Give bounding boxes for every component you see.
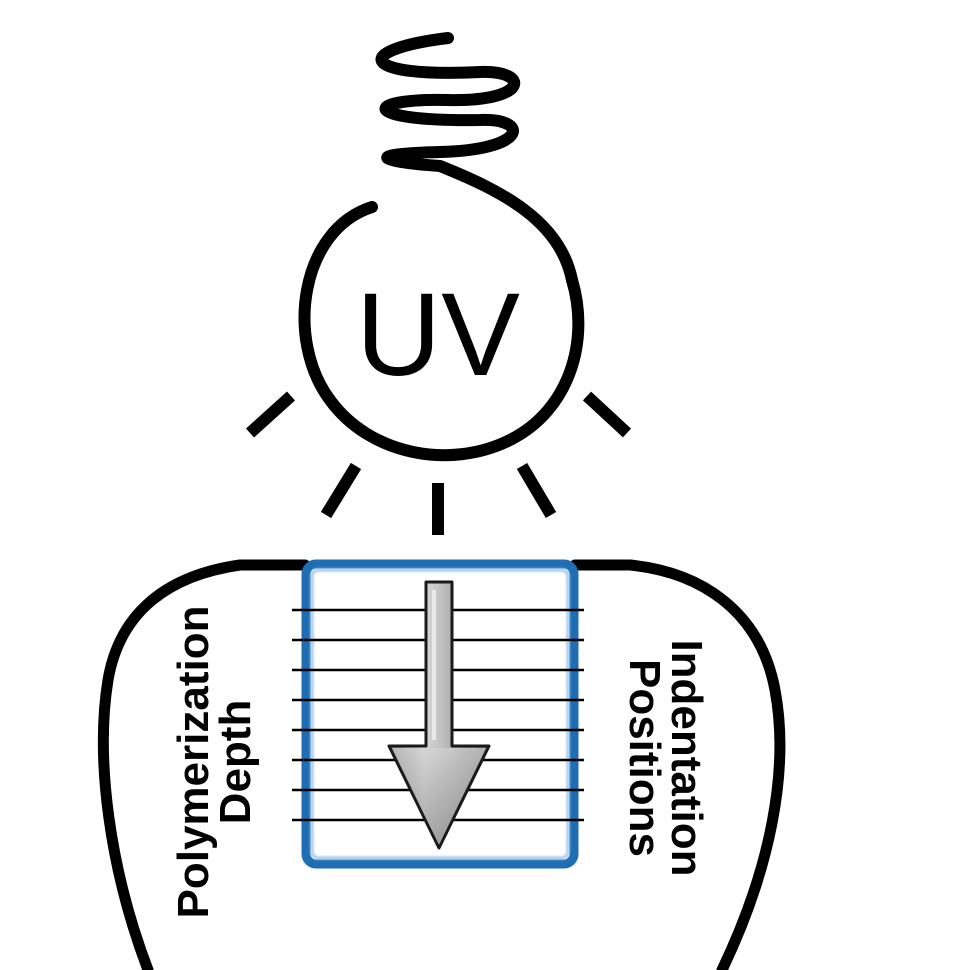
lamp-filament <box>375 32 578 286</box>
uv-lamp-icon: UV <box>245 32 632 535</box>
ray-5 <box>582 391 632 438</box>
ray-4 <box>516 462 557 519</box>
tooth-outline <box>97 559 786 970</box>
ray-1 <box>245 391 296 438</box>
label-indentation-positions: Indentation Positions <box>620 639 711 876</box>
left-label-line-1: Polymerization <box>169 606 218 919</box>
left-label-line-2: Depth <box>211 700 260 825</box>
lamp-bulb <box>298 201 585 462</box>
specimen-window <box>292 559 584 869</box>
label-polymerization-depth: Polymerization Depth <box>169 606 260 919</box>
right-label-line-2: Positions <box>620 659 669 857</box>
lamp-label: UV <box>356 269 520 401</box>
right-label-line-1: Indentation <box>662 639 711 876</box>
ray-2 <box>320 462 362 519</box>
down-arrow-icon <box>387 580 491 850</box>
lamp-rays <box>245 391 632 535</box>
